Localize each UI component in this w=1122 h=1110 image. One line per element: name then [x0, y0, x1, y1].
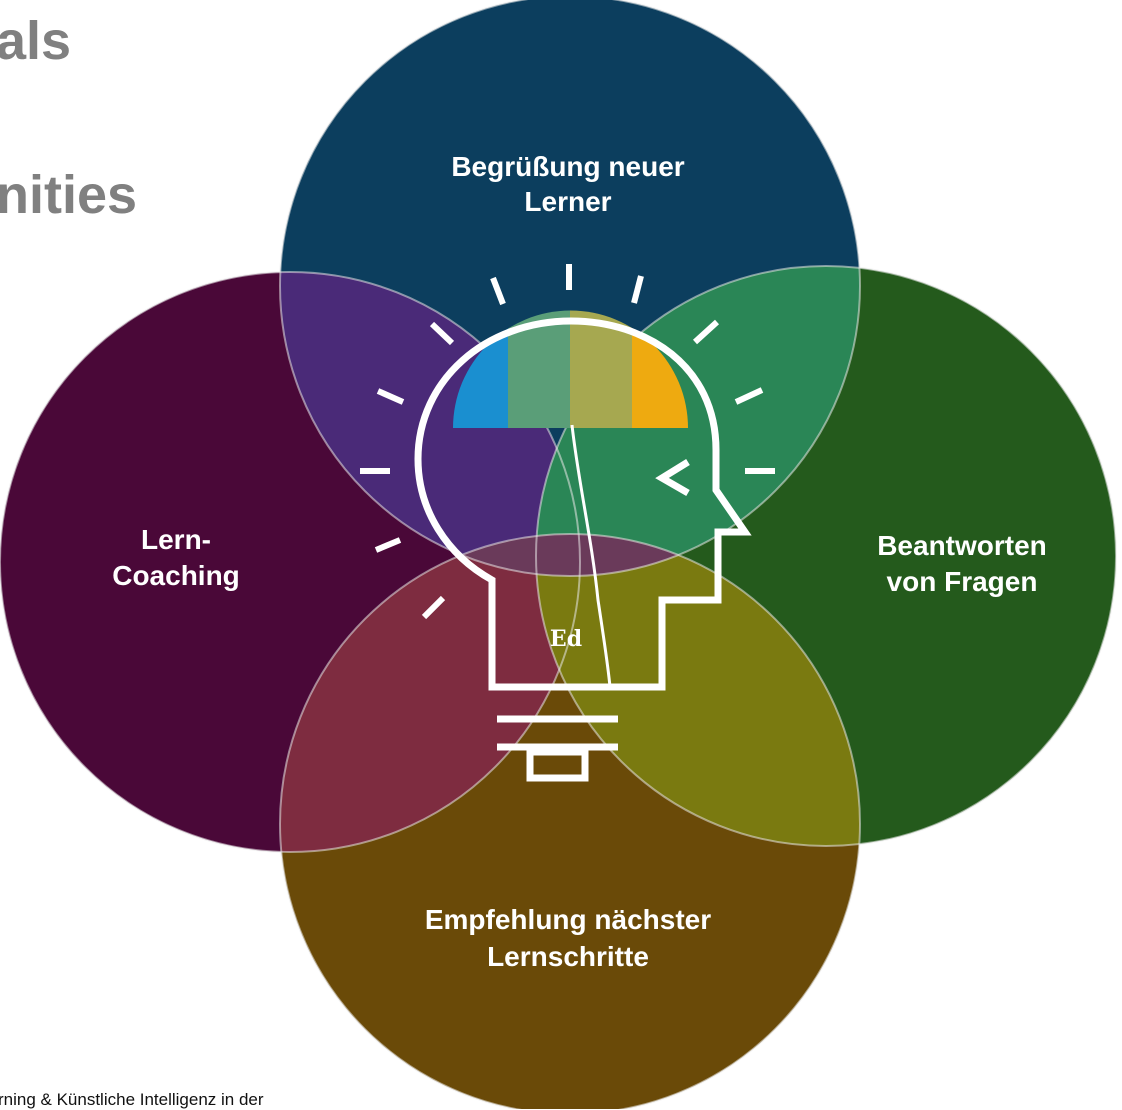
bulb-center-label: Ed	[550, 626, 582, 652]
circle-top-outline	[279, 0, 861, 577]
label-left-line-2: Coaching	[112, 560, 240, 591]
label-left-line-1: Lern-	[141, 524, 211, 555]
circle-bottom-outline	[279, 533, 861, 1109]
label-bottom-line-1: Empfehlung nächster	[425, 904, 711, 935]
circle-right-outline	[535, 265, 1117, 847]
label-right-line-1: Beantworten	[877, 530, 1047, 561]
bulb-base	[497, 715, 618, 782]
label-top-line-2: Lerner	[524, 186, 611, 217]
chevron-left-icon	[655, 459, 690, 497]
slide-title-line-1: als	[0, 11, 72, 71]
light-rays	[360, 264, 775, 620]
bulb-stem	[570, 424, 612, 688]
label-right-line-2: von Fragen	[887, 566, 1038, 597]
circle-left-outline	[0, 271, 581, 853]
slide-title-line-2: nities	[0, 165, 138, 225]
lightbulb-head-outline-icon	[414, 317, 752, 691]
label-top-line-1: Begrüßung neuer	[451, 151, 684, 182]
label-bottom-line-2: Lernschritte	[487, 941, 649, 972]
footer-text: rning & Künstliche Intelligenz in der	[0, 1090, 264, 1109]
